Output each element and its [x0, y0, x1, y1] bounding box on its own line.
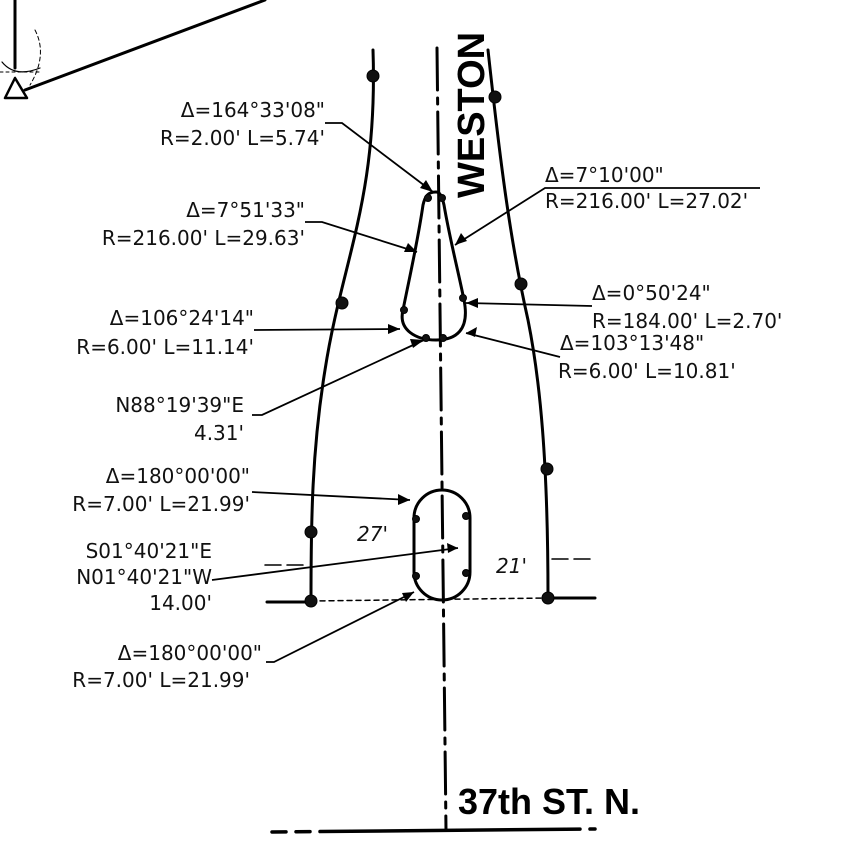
- bearing-1-direction: N88°19'39"E: [115, 393, 244, 417]
- right-curb-line: [486, 48, 550, 600]
- curve-5-radius-length: R=6.00' L=11.14': [76, 335, 254, 359]
- curve-7-radius-length: R=7.00' L=21.99': [72, 492, 250, 516]
- stop-line-dashed: [310, 597, 549, 602]
- teardrop-island: [400, 190, 467, 342]
- curve-5-delta: Δ=106°24'14": [110, 306, 254, 330]
- curve-4-delta: Δ=0°50'24": [592, 281, 711, 305]
- thirty-seventh-street-line: [270, 827, 597, 834]
- width-label-right: 21': [496, 554, 527, 578]
- leader-arrowheads: [388, 180, 478, 602]
- curve-1-delta: Δ=164°33'08": [181, 98, 325, 122]
- curve-7-delta: Δ=180°00'00": [106, 464, 250, 488]
- curve-4-radius-length: R=184.00' L=2.70': [592, 309, 782, 333]
- left-curb-line: [309, 48, 375, 602]
- bearing-2-direction-south: S01°40'21"E: [86, 539, 212, 563]
- curve-2-radius-length: R=216.00' L=27.02': [545, 189, 748, 213]
- bearing-2-direction-north: N01°40'21"W: [76, 565, 212, 589]
- street-name-37th: 37th ST. N.: [458, 781, 640, 822]
- curve-6-radius-length: R=6.00' L=10.81': [558, 359, 736, 383]
- weston-centerline: [435, 46, 448, 832]
- bearing-2-distance: 14.00': [149, 591, 212, 615]
- survey-points: [304, 69, 555, 608]
- curve-2-delta: Δ=7°10'00": [545, 163, 664, 187]
- control-point-symbol: [0, 0, 267, 100]
- curve-3-delta: Δ=7°51'33": [186, 198, 305, 222]
- leader-lines: [211, 122, 760, 663]
- bearing-1-distance: 4.31': [194, 421, 244, 445]
- curve-1-radius-length: R=2.00' L=5.74': [160, 126, 325, 150]
- curve-8-delta: Δ=180°00'00": [118, 641, 262, 665]
- curve-8-radius-length: R=7.00' L=21.99': [72, 668, 250, 692]
- width-label-left: 27': [357, 522, 388, 546]
- street-name-weston: WESTON: [451, 32, 493, 198]
- curve-3-radius-length: R=216.00' L=29.63': [102, 226, 305, 250]
- curve-6-delta: Δ=103°13'48": [560, 331, 704, 355]
